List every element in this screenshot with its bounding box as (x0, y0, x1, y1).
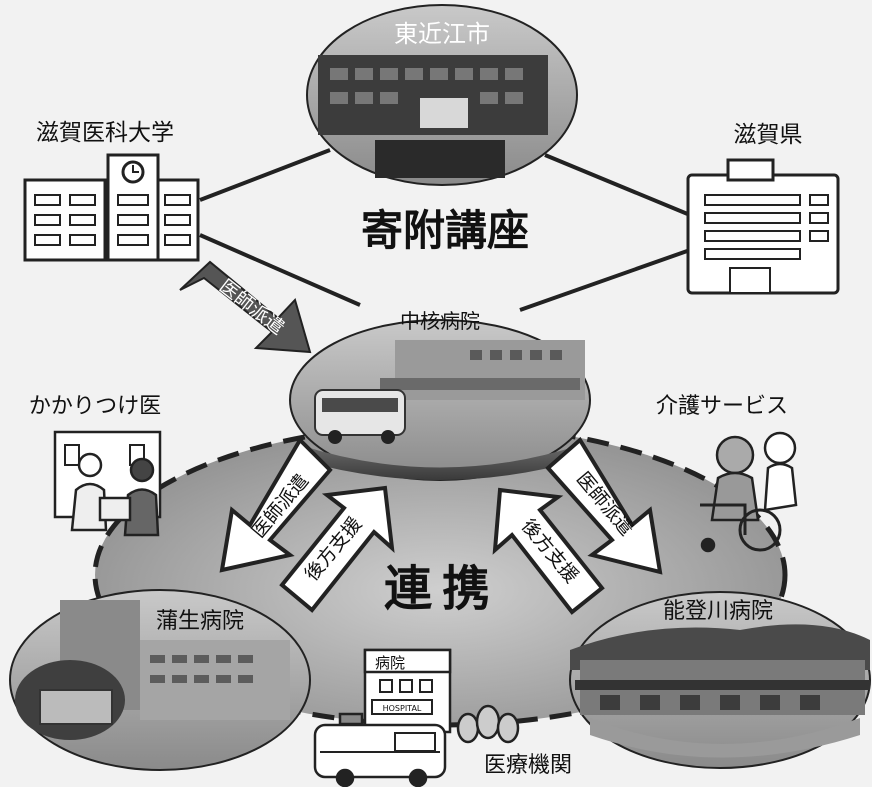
gamo-hospital-photo (9, 589, 311, 771)
notogawa-hospital-label: 能登川病院 (663, 599, 773, 624)
city-label: 東近江市 (394, 20, 490, 48)
patient-icon (129, 457, 155, 483)
notogawa-hospital-photo (569, 591, 871, 769)
caregiver-icon (763, 431, 797, 465)
collaboration-label: 連携 (384, 561, 500, 617)
core-hospital-label: 中核病院 (400, 309, 480, 333)
elderly-person-icon (715, 435, 755, 475)
hospital-signboard (371, 699, 433, 715)
medical-institutions-label: 医療機関 (484, 753, 572, 778)
notogawa-hills (570, 624, 870, 670)
wheelchair-icon (738, 508, 782, 552)
gamo-hospital-label: 蒲生病院 (156, 609, 244, 634)
city-hall-sign (375, 140, 505, 178)
prefecture-label: 滋賀県 (734, 122, 803, 148)
university-label: 滋賀医科大学 (36, 120, 174, 146)
care-service-illustration (700, 431, 798, 553)
endowed-course-title: 寄附講座 (361, 206, 529, 255)
arrow-label-dispatch-top: 医師派遣 (215, 275, 288, 339)
connection-lines (199, 148, 691, 312)
doctor-icon (77, 452, 103, 478)
line-city-prefecture (544, 153, 691, 217)
family-doctor-label: かかりつけ医 (29, 394, 161, 419)
university-building (23, 153, 200, 262)
line-university-core (199, 233, 361, 307)
gamo-hospital-sign (39, 689, 113, 725)
bus-icon (314, 389, 406, 436)
line-university-city (199, 148, 331, 202)
hospital-sign-en: HOSPITAL (383, 704, 422, 713)
city-hall-photo: 東近江市 (306, 4, 578, 186)
prefecture-building (686, 158, 840, 295)
family-doctor-illustration (53, 430, 162, 537)
care-service-label: 介護サービス (656, 394, 788, 419)
core-hospital-photo (289, 319, 591, 481)
line-prefecture-core (519, 248, 691, 312)
medical-institutions-illustration (313, 648, 520, 787)
city-hall-entrance (420, 98, 468, 128)
prefecture-roof (726, 158, 775, 182)
core-hospital-building (395, 340, 585, 400)
hospital-sign-text: 病院 (375, 654, 405, 672)
